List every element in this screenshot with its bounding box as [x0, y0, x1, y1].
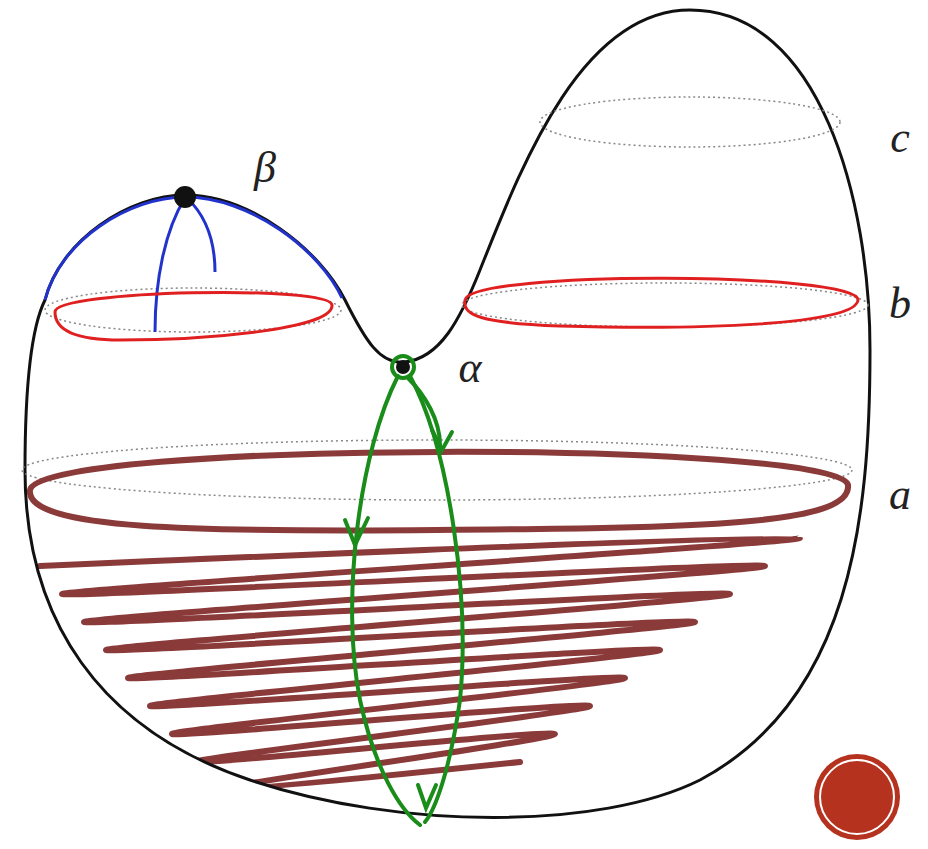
badge-disc	[814, 754, 900, 840]
level-label: c	[890, 116, 910, 160]
green-loop-left	[352, 376, 420, 825]
level-label: a	[889, 473, 911, 517]
green-loops	[345, 356, 463, 825]
scribble-hatch	[40, 538, 800, 791]
critical-point-label: β	[254, 146, 276, 190]
red-loop-left	[55, 292, 332, 340]
arrowhead	[418, 785, 436, 808]
arrowhead	[432, 430, 452, 450]
level-sets	[22, 97, 868, 500]
slide-badge	[814, 754, 900, 840]
badge-ring	[820, 760, 894, 834]
level-label: b	[889, 282, 911, 326]
critical-point-beta	[174, 186, 196, 208]
arrowhead	[345, 518, 368, 545]
cap-meridian	[187, 198, 215, 272]
cap-meridian	[155, 198, 185, 332]
green-loop-right	[410, 376, 463, 822]
level-c	[540, 97, 840, 147]
hatching	[40, 538, 800, 791]
critical-point-label: α	[458, 346, 481, 390]
red-loop-right	[465, 278, 858, 327]
surface-outline	[25, 10, 870, 818]
red-level-b	[55, 278, 858, 340]
cap-lines	[45, 197, 342, 332]
cap-arc	[45, 197, 342, 300]
dark-red-level-a	[30, 452, 848, 531]
critical-point-alpha	[396, 360, 410, 374]
